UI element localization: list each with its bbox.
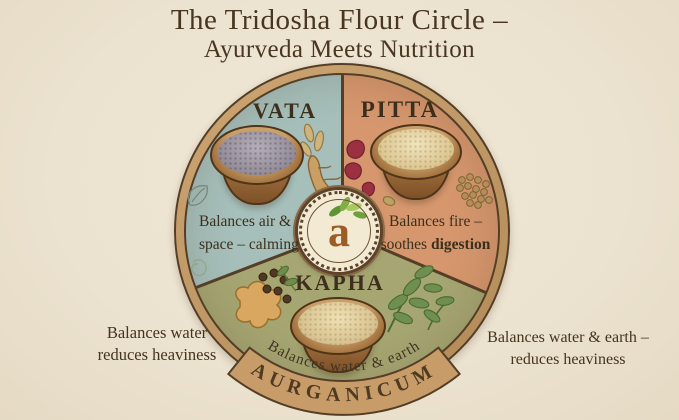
page-subtitle: Ayurveda Meets Nutrition	[203, 36, 476, 64]
kapha-flour-bowl	[290, 297, 386, 373]
divider-vata-pitta	[340, 75, 344, 231]
leaf-sketch-icon	[188, 185, 208, 206]
annotation-right-line2: reduces heaviness	[510, 350, 626, 368]
pitta-label: PITTA	[360, 97, 440, 122]
page-title: The Tridosha Flour Circle –	[170, 4, 509, 36]
pitta-flour-powder	[378, 129, 454, 170]
peppercorns-icon	[258, 268, 292, 304]
pitta-desc-line2-normal: soothes	[380, 236, 431, 254]
title-block: The Tridosha Flour Circle – Ayurveda Mee…	[0, 5, 679, 64]
leaf-sprig-icon	[277, 265, 298, 292]
vata-description: Balances air & space – calming	[199, 210, 324, 257]
center-logo-badge: a	[295, 187, 383, 275]
kapha-label: KAPHA	[295, 270, 385, 295]
cardamom-icon	[300, 123, 325, 157]
annotation-left-line2: reduces heaviness	[97, 345, 217, 365]
ginger-icon	[235, 280, 282, 329]
coriander-seeds-icon	[456, 173, 493, 209]
annotation-left: Balances water reduces heaviness	[72, 322, 242, 367]
leaf-branch-icon	[387, 265, 455, 333]
vata-label: VATA	[252, 98, 318, 123]
annotation-right: Balances water & earth – reduces heavine…	[477, 327, 659, 370]
pitta-description: Balances fire – soothes digestion	[378, 210, 493, 257]
cardamom-icon	[382, 195, 396, 207]
pitta-desc-line1: Balances fire –	[389, 213, 482, 230]
vata-desc-line1: Balances air &	[199, 213, 292, 230]
annotation-left-line1: Balances water	[106, 323, 208, 342]
spiral-motif-icon	[191, 259, 207, 277]
pitta-flour-bowl	[370, 124, 462, 200]
kapha-flour-powder	[298, 302, 378, 345]
rose-petals-icon	[344, 139, 375, 197]
vata-flour-bowl	[210, 125, 304, 205]
vata-desc-line2: space – calming	[199, 236, 299, 254]
vata-flour-powder	[218, 131, 296, 175]
pitta-desc-line2-bold: digestion	[430, 236, 491, 254]
annotation-right-line1: Balances water & earth –	[487, 329, 649, 346]
banner-ribbon	[227, 346, 461, 416]
